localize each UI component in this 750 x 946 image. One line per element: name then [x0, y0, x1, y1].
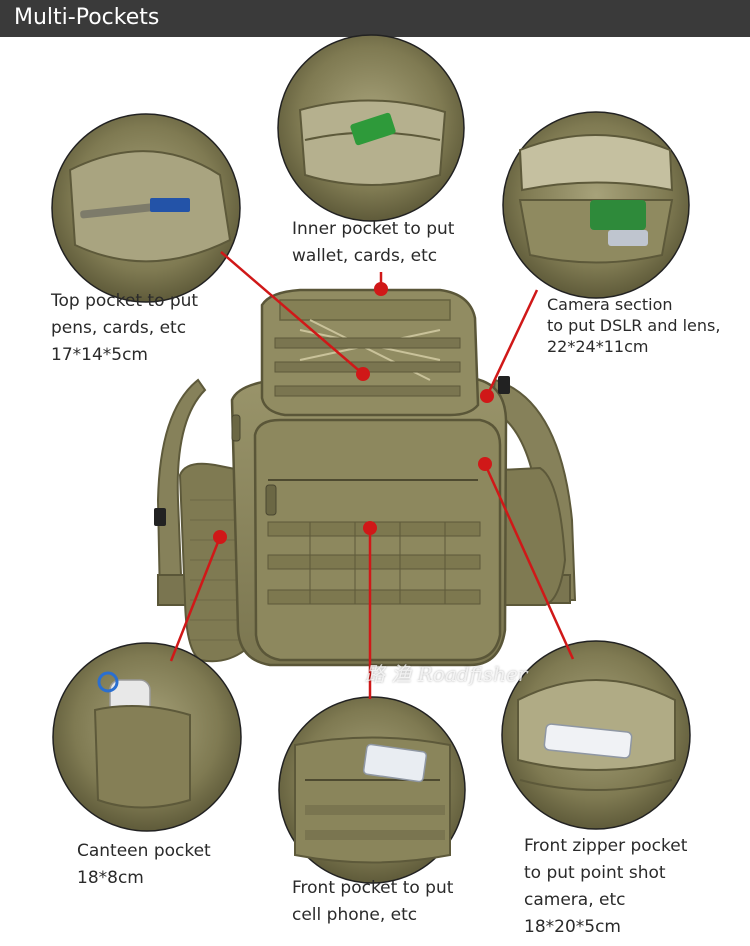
callout-line: to put DSLR and lens,: [547, 316, 721, 335]
detail-zipper-pocket: [501, 640, 691, 830]
callout-line: 18*20*5cm: [524, 917, 621, 937]
callout-line: 17*14*5cm: [51, 345, 148, 365]
detail-inner-pocket: [277, 34, 465, 222]
callout-line: Top pocket to put: [51, 291, 199, 311]
main-bag: [154, 288, 577, 667]
callout-line: Canteen pocket: [77, 841, 211, 861]
callout-front-pocket: Front pocket to put cell phone, etc: [292, 875, 453, 929]
callout-line: 22*24*11cm: [547, 337, 649, 356]
callout-line: Front pocket to put: [292, 878, 454, 898]
callout-canteen-pocket: Canteen pocket 18*8cm: [77, 838, 211, 892]
detail-top-pocket: [51, 113, 241, 303]
callout-line: pens, cards, etc: [51, 318, 187, 338]
callout-line: cell phone, etc: [292, 905, 418, 925]
callout-line: to put point shot: [524, 863, 666, 883]
callout-zipper-pocket: Front zipper pocket to put point shot ca…: [524, 833, 687, 941]
callout-top-pocket: Top pocket to put pens, cards, etc 17*14…: [51, 288, 198, 369]
detail-camera-section: [502, 111, 690, 299]
callout-line: camera, etc: [524, 890, 626, 910]
detail-canteen-pocket: [52, 642, 242, 832]
callout-line: Front zipper pocket: [524, 836, 688, 856]
callout-line: Inner pocket to put: [292, 219, 455, 239]
page-title: Multi-Pockets: [14, 5, 160, 30]
callout-line: wallet, cards, etc: [292, 246, 438, 266]
callout-line: Camera section: [547, 295, 673, 314]
callout-camera-section: Camera section to put DSLR and lens, 22*…: [547, 294, 720, 357]
pointer-dots: [213, 282, 494, 544]
callout-line: 18*8cm: [77, 868, 144, 888]
header-bar: Multi-Pockets: [0, 0, 750, 37]
watermark-logo: 路 渔 Roadfisher: [365, 662, 528, 686]
pointer-lines: [169, 251, 575, 699]
callout-inner-pocket: Inner pocket to put wallet, cards, etc: [292, 216, 454, 270]
detail-front-pocket: [278, 696, 466, 884]
